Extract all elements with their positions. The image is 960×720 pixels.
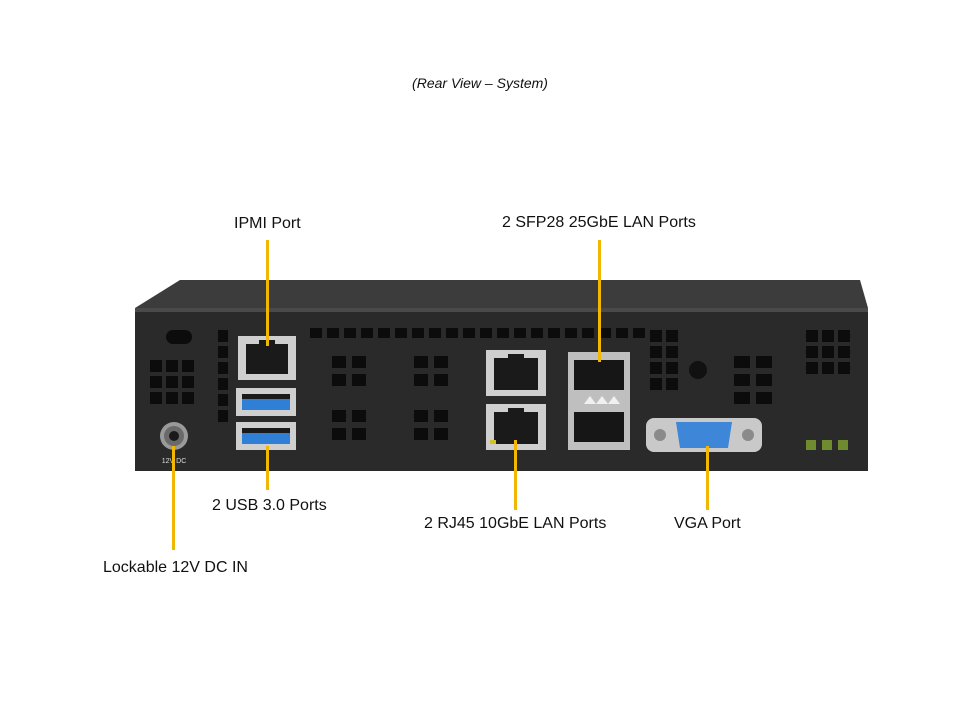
label-vga-port: VGA Port — [674, 515, 741, 532]
leader-ipmi — [266, 240, 269, 346]
diagram-caption: (Rear View – System) — [412, 75, 548, 91]
label-usb-ports: 2 USB 3.0 Ports — [212, 497, 327, 514]
leader-rj45 — [514, 440, 517, 510]
label-dc-in: Lockable 12V DC IN — [103, 559, 248, 576]
leader-usb — [266, 446, 269, 490]
sfp28-cage — [568, 352, 630, 450]
usb-port-1 — [236, 388, 296, 416]
lock-slot — [166, 330, 192, 344]
left-vent-grid — [150, 330, 228, 422]
dc-jack — [160, 422, 188, 450]
label-ipmi-port: IPMI Port — [234, 215, 301, 232]
vga-port — [646, 418, 762, 452]
usb-port-2 — [236, 422, 296, 450]
leader-sfp28 — [598, 240, 601, 362]
top-vent-row — [310, 328, 645, 338]
label-sfp28-ports: 2 SFP28 25GbE LAN Ports — [502, 214, 696, 231]
chassis-top — [135, 280, 868, 308]
middle-vent-grid — [332, 356, 448, 440]
leader-dc-in — [172, 446, 175, 550]
rj45-port-1 — [486, 350, 546, 396]
label-rj45-ports: 2 RJ45 10GbE LAN Ports — [424, 515, 607, 532]
right-vent-grid — [650, 330, 850, 404]
bottom-right-connectors — [806, 440, 848, 450]
mounting-hole — [689, 361, 707, 379]
leader-vga — [706, 446, 709, 510]
